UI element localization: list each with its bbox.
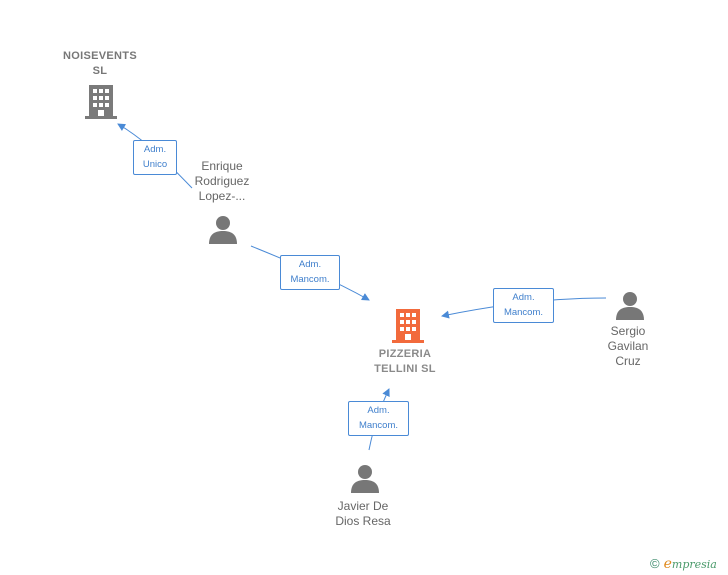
- edge-label-enrique-pizzeria: Adm. Mancom.: [280, 255, 340, 290]
- node-label-sergio[interactable]: Sergio Gavilan Cruz: [590, 324, 666, 369]
- person-icon[interactable]: [351, 465, 379, 493]
- node-name-line: SL: [92, 65, 108, 77]
- node-name-line: Javier De: [337, 499, 389, 513]
- node-label-javier[interactable]: Javier De Dios Resa: [320, 499, 406, 529]
- brand-name: mpresia: [671, 558, 717, 571]
- edge-label-line: Mancom.: [358, 420, 399, 431]
- node-name-line: Enrique: [201, 159, 243, 173]
- edge-label-line: Unico: [142, 159, 168, 170]
- node-label-noisevents[interactable]: NOISEVENTS SL: [48, 49, 152, 79]
- person-icon[interactable]: [209, 216, 237, 244]
- node-label-pizzeria[interactable]: PIZZERIA TELLINI SL: [350, 347, 460, 377]
- edge-label-line: Adm.: [298, 259, 322, 270]
- brand-e: e: [663, 556, 672, 572]
- empresia-logo[interactable]: ©empresia: [650, 556, 717, 572]
- node-name-line: TELLINI SL: [374, 363, 436, 375]
- node-name-line: Cruz: [615, 354, 641, 368]
- node-name-line: NOISEVENTS: [63, 50, 137, 62]
- node-name-line: Dios Resa: [335, 514, 391, 528]
- person-icon[interactable]: [616, 292, 644, 320]
- node-name-line: PIZZERIA: [378, 348, 432, 360]
- node-name-line: Lopez-...: [198, 189, 246, 203]
- building-icon[interactable]: [85, 85, 117, 119]
- edge-label-enrique-noisevents: Adm. Unico: [133, 140, 177, 175]
- copyright-symbol: ©: [650, 556, 660, 571]
- edge-label-line: Adm.: [367, 405, 390, 416]
- node-name-line: Rodriguez: [194, 174, 250, 188]
- edge-label-line: Adm.: [512, 292, 535, 303]
- node-label-enrique[interactable]: Enrique Rodriguez Lopez-...: [180, 159, 264, 204]
- edge-label-sergio-pizzeria: Adm. Mancom.: [493, 288, 554, 323]
- building-icon[interactable]: [392, 309, 424, 343]
- edge-label-line: Mancom.: [290, 274, 330, 285]
- node-name-line: Sergio: [610, 324, 646, 338]
- edge-label-line: Mancom.: [503, 307, 544, 318]
- edge-label-javier-pizzeria: Adm. Mancom.: [348, 401, 409, 436]
- node-name-line: Gavilan: [607, 339, 649, 353]
- edge-label-line: Adm.: [143, 144, 167, 155]
